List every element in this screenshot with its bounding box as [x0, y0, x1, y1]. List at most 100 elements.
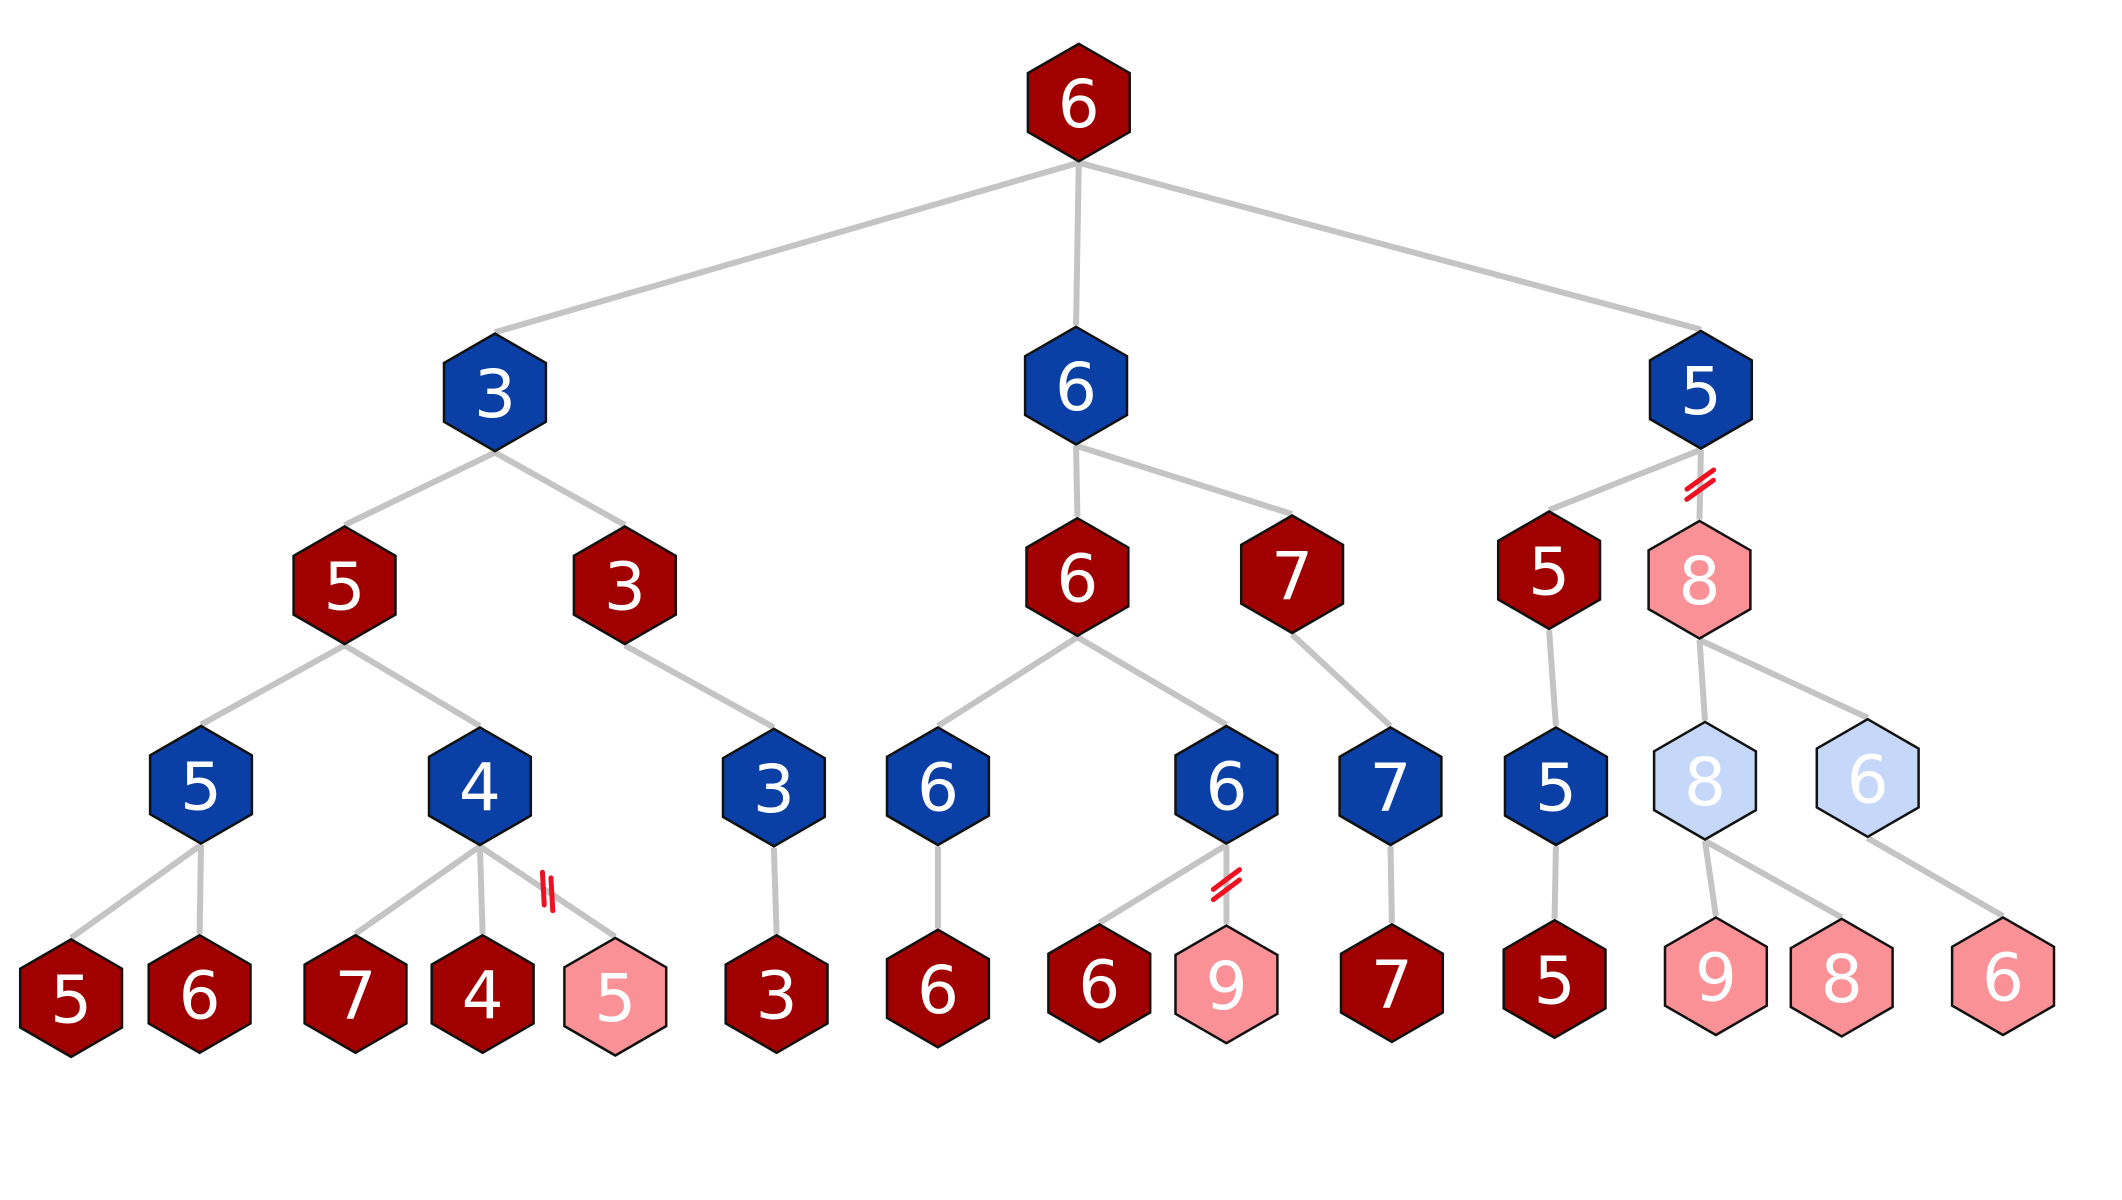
- tree-node-n4c: 7: [303, 933, 408, 1055]
- tree-node-n3c: 3: [721, 727, 827, 848]
- node-value-label: 6: [917, 952, 959, 1029]
- tree-node-n4i: 9: [1174, 924, 1279, 1045]
- edge-n3i-n4n: [1866, 835, 2005, 919]
- max-node-hexagon: [1502, 918, 1607, 1040]
- tree-node-n2f: 8: [1647, 519, 1752, 640]
- prune-slash: [539, 869, 547, 908]
- tree-node-n4j: 7: [1339, 922, 1445, 1044]
- node-value-label: 6: [917, 750, 959, 827]
- prune-mark-layer: [539, 467, 1717, 914]
- tree-node-n4a: 5: [18, 937, 124, 1059]
- min-node-hexagon: [1648, 329, 1754, 450]
- prune-slash: [1684, 477, 1716, 502]
- tree-node-n4f: 3: [724, 933, 829, 1055]
- tree-node-n2e: 5: [1496, 509, 1602, 631]
- edge-n3b-n4e: [478, 843, 617, 940]
- edge-n1c-n2f: [1696, 449, 1704, 520]
- prune-slash: [1684, 467, 1717, 492]
- max-node-hexagon: [1339, 922, 1445, 1044]
- edge-n3a-n4b: [196, 844, 204, 934]
- node-value-label: 6: [1982, 940, 2024, 1017]
- node-value-label: 3: [604, 549, 646, 626]
- tree-node-n3h: 8: [1652, 720, 1758, 841]
- node-value-label: 3: [474, 356, 516, 433]
- node-value-label: 5: [1535, 750, 1577, 827]
- edge-n3a-n4a: [69, 842, 203, 941]
- node-value-label: 3: [753, 751, 795, 828]
- node-value-label: 8: [1679, 543, 1721, 620]
- node-value-label: 5: [50, 962, 92, 1039]
- edge-n1a-n2b: [493, 449, 627, 528]
- tree-node-n4k: 5: [1502, 918, 1607, 1040]
- edge-root-n1a: [494, 159, 1080, 336]
- node-value-label: 6: [179, 958, 221, 1035]
- tree-node-n4g: 6: [885, 928, 991, 1049]
- node-value-label: 5: [1528, 534, 1570, 611]
- node-value-label: 6: [1078, 947, 1120, 1024]
- edge-n1a-n2a: [343, 449, 497, 528]
- min-node-hexagon: [1023, 325, 1129, 446]
- node-value-label: 5: [1534, 942, 1576, 1019]
- node-value-label: 7: [1371, 947, 1413, 1024]
- node-value-label: 5: [594, 960, 636, 1037]
- max-node-hexagon: [292, 524, 397, 646]
- max-node-hexagon: [563, 936, 668, 1057]
- prune-slash: [1210, 867, 1243, 892]
- edge-n2f-n3i: [1698, 637, 1869, 721]
- tree-node-n3g: 5: [1503, 725, 1609, 847]
- node-value-label: 6: [1205, 748, 1247, 825]
- edge-n3b-n4c: [353, 843, 482, 937]
- edge-n3f-n4j: [1387, 846, 1395, 923]
- min-node-hexagon: [1503, 725, 1609, 847]
- tree-node-n1b: 6: [1023, 325, 1129, 446]
- edge-layer: [69, 159, 2005, 941]
- tree-node-n4n: 6: [1950, 915, 2056, 1037]
- max-node-hexagon: [724, 933, 829, 1055]
- node-value-label: 7: [334, 958, 376, 1035]
- tree-node-n3e: 6: [1174, 724, 1279, 846]
- node-value-label: 6: [1055, 349, 1097, 426]
- min-node-hexagon: [885, 725, 991, 847]
- tree-node-root: 6: [1026, 42, 1131, 163]
- tree-node-n2a: 5: [292, 524, 397, 646]
- tree-node-n4e: 5: [563, 936, 668, 1057]
- tree-node-n3f: 7: [1338, 725, 1443, 847]
- max-node-hexagon: [147, 933, 252, 1055]
- edge-n2d-n3f: [1290, 632, 1393, 729]
- edge-n1b-n2c: [1073, 445, 1081, 517]
- prune-mark-icon: [1684, 467, 1717, 502]
- max-node-hexagon: [572, 524, 678, 646]
- edge-n2a-n3b: [343, 642, 482, 729]
- node-value-label: 5: [324, 549, 366, 626]
- node-value-label: 6: [1847, 741, 1889, 818]
- node-value-label: 6: [1056, 540, 1098, 617]
- node-value-label: 5: [180, 748, 222, 825]
- max-node-hexagon: [18, 937, 124, 1059]
- edge-n3h-n4m: [1703, 838, 1844, 921]
- tree-node-n4l: 9: [1663, 915, 1769, 1037]
- tree-node-n4m: 8: [1789, 917, 1894, 1038]
- tree-node-n3i: 6: [1815, 717, 1920, 839]
- max-node-hexagon: [430, 933, 535, 1055]
- min-node-hexagon: [1174, 724, 1279, 846]
- min-node-hexagon: [1338, 725, 1443, 847]
- prune-slash: [1210, 877, 1243, 903]
- node-value-label: 4: [459, 750, 501, 827]
- max-node-hexagon: [1496, 509, 1602, 631]
- max-node-hexagon: [1789, 917, 1894, 1038]
- prune-slash: [548, 875, 556, 914]
- tree-node-n4h: 6: [1047, 922, 1152, 1044]
- node-value-label: 8: [1821, 941, 1863, 1018]
- edge-root-n1b: [1073, 162, 1082, 326]
- node-value-label: 6: [1058, 66, 1100, 143]
- edge-n3c-n4f: [770, 847, 780, 934]
- min-node-hexagon: [148, 724, 254, 846]
- edge-root-n1c: [1077, 159, 1702, 333]
- max-node-hexagon: [1025, 516, 1130, 638]
- edge-n3e-n4h: [1097, 842, 1229, 926]
- max-node-hexagon: [885, 928, 991, 1049]
- tree-node-n3d: 6: [885, 725, 991, 847]
- edge-n1b-n2d: [1075, 442, 1293, 517]
- node-value-label: 7: [1271, 538, 1313, 615]
